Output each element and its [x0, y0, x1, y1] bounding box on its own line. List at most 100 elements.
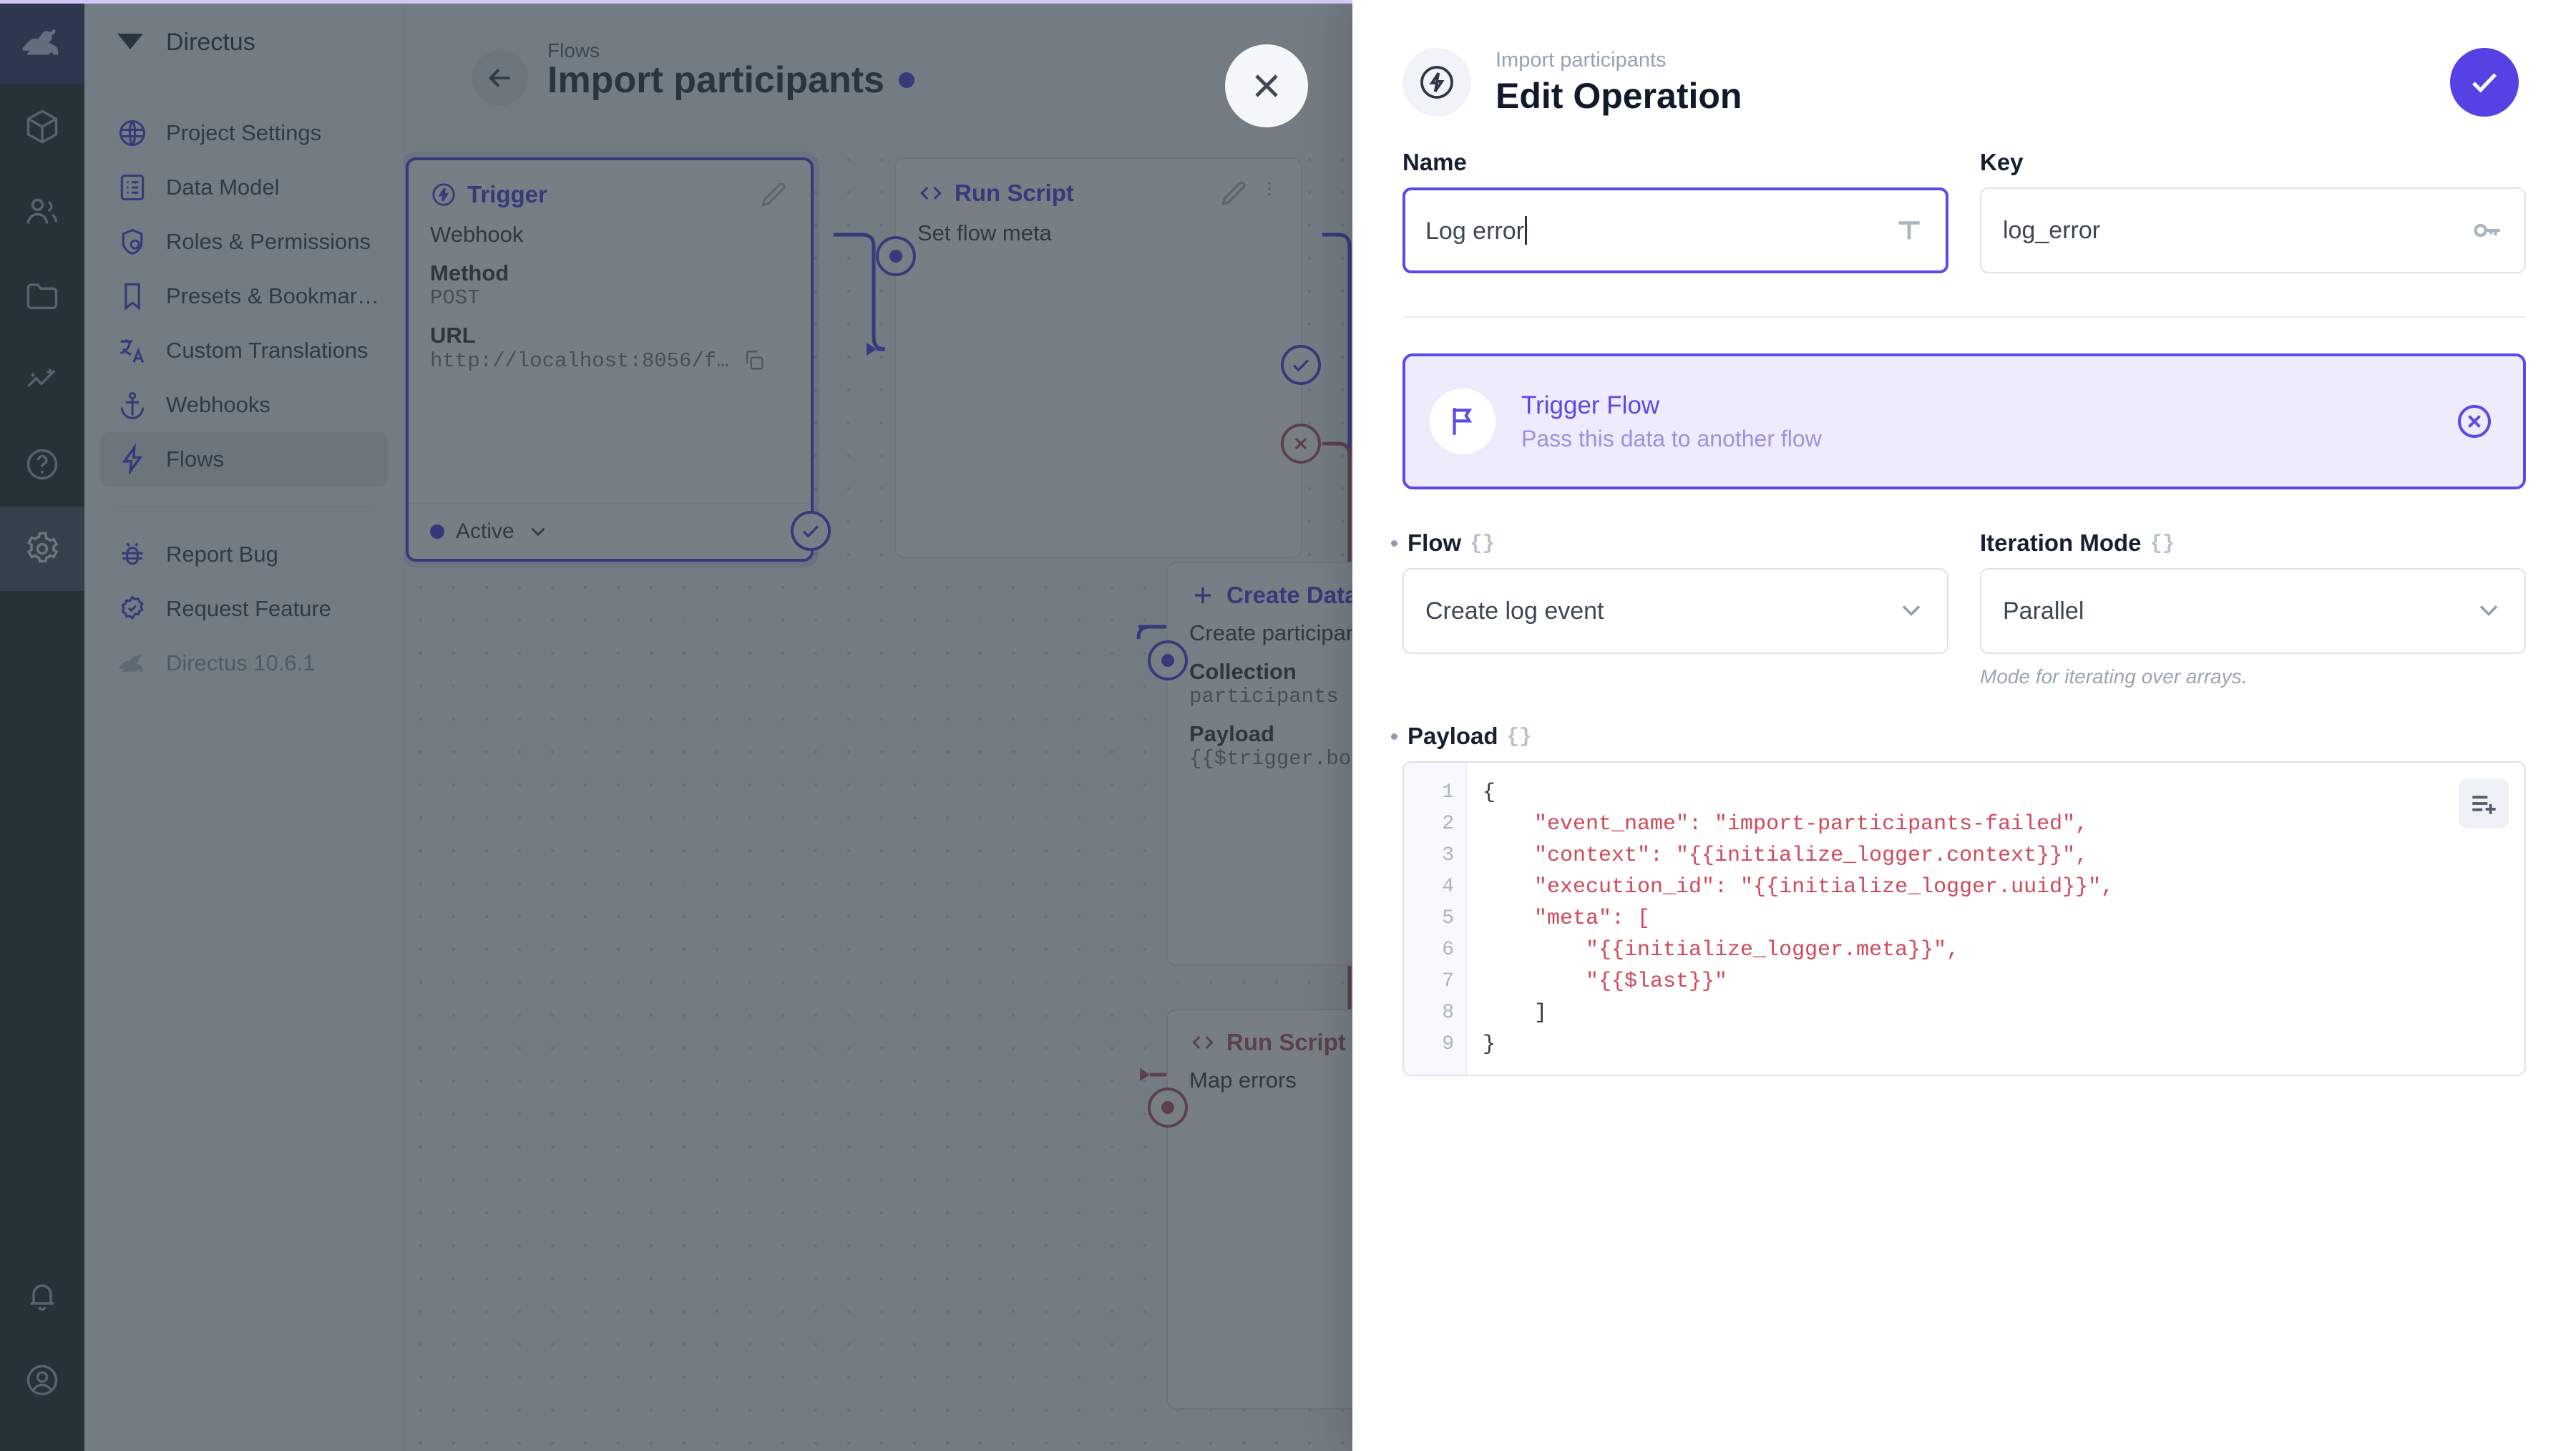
payload-label-text: Payload [1407, 723, 1498, 749]
code-brackets-icon [917, 180, 945, 207]
module-item-insights[interactable] [0, 338, 84, 422]
directus-gem-icon [113, 24, 147, 62]
trigger-output-port[interactable] [791, 511, 831, 551]
sidebar-item-data-model[interactable]: Data Model [100, 160, 388, 215]
sidebar-item-label: Webhooks [166, 392, 270, 417]
trigger-status-label: Active [456, 519, 514, 543]
dots-vertical-icon[interactable] [1259, 177, 1279, 209]
trigger-url-label: URL [430, 323, 476, 348]
name-input[interactable]: Log error [1402, 187, 1948, 273]
code-line-number: 3 [1442, 844, 1454, 866]
shield-account-icon [116, 225, 149, 258]
section-divider [1402, 316, 2526, 318]
node-title: Create Data [1226, 582, 1352, 608]
pencil-icon[interactable] [1218, 177, 1249, 209]
module-bar [0, 0, 84, 1451]
copy-icon[interactable] [742, 348, 766, 373]
sidebar-item-label: Project Settings [166, 120, 322, 145]
list-alt-icon [116, 171, 149, 204]
sidebar-version-label: Directus 10.6.1 [166, 650, 316, 675]
code-content[interactable]: { "event_name": "import-participants-fai… [1467, 763, 2524, 1075]
node-body: Set flow meta [896, 209, 1301, 258]
run-script-1-error-port[interactable] [1281, 424, 1321, 464]
run-script-2-input-port[interactable] [1148, 1088, 1188, 1128]
feature-badge-icon [116, 592, 149, 625]
code-line: { [1483, 781, 1496, 805]
node-title: Run Script [1226, 1029, 1346, 1055]
key-field-label: Key [1980, 149, 2024, 175]
canvas-horizontal-scrollbar[interactable] [419, 1425, 1342, 1441]
sidebar-item-custom-translations[interactable]: Custom Translations [100, 323, 388, 378]
sidebar-item-label: Request Feature [166, 596, 331, 621]
flow-select[interactable]: Create log event [1402, 568, 1948, 654]
run-script-node-1[interactable]: Run Script Set flow meta [876, 157, 1321, 558]
playlist-add-icon[interactable] [2459, 778, 2509, 829]
active-status-dot [898, 72, 914, 88]
run-script-2-subtitle: Map errors [1189, 1068, 1297, 1093]
create-data-subtitle: Create participant [1189, 620, 1352, 645]
sidebar-item-roles-permissions[interactable]: Roles & Permissions [100, 215, 388, 269]
back-button[interactable] [472, 50, 528, 106]
sidebar-item-report-bug[interactable]: Report Bug [100, 527, 388, 582]
sidebar-item-project-settings[interactable]: Project Settings [100, 106, 388, 160]
module-item-settings[interactable] [0, 507, 84, 591]
module-item-help[interactable] [0, 422, 84, 507]
bug-icon [116, 538, 149, 571]
key-input[interactable]: log_error [1980, 187, 2526, 273]
sidebar-item-presets-bookmarks[interactable]: Presets & Bookmar… [100, 269, 388, 323]
sidebar-version: Directus 10.6.1 [100, 636, 388, 690]
node-body: Create participant Collection participan… [1168, 609, 1352, 782]
code-line: "execution_id": "{{initialize_logger.uui… [1483, 875, 2114, 899]
trigger-node[interactable]: Trigger Webhook Method POST URL http://l… [406, 157, 831, 562]
node-title: Run Script [955, 180, 1074, 206]
code-line-number: 7 [1442, 970, 1454, 992]
module-item-file-library[interactable] [0, 253, 84, 338]
run-script-1-input-port[interactable] [876, 236, 916, 276]
sidebar-item-flows[interactable]: Flows [100, 432, 388, 487]
module-item-content[interactable] [0, 84, 84, 169]
operation-type-card[interactable]: Trigger Flow Pass this data to another f… [1402, 353, 2526, 489]
trigger-status-toggle[interactable]: Active [409, 503, 811, 559]
trigger-method-label: Method [430, 260, 509, 285]
run-script-node-2[interactable]: Run Script Map errors [1148, 1009, 1352, 1410]
sidebar-item-label: Report Bug [166, 542, 278, 567]
bell-icon[interactable] [0, 1254, 84, 1338]
iteration-mode-select[interactable]: Parallel [1980, 568, 2526, 654]
code-line-number: 2 [1442, 813, 1454, 835]
module-item-user-directory[interactable] [0, 169, 84, 253]
run-script-1-success-port[interactable] [1281, 345, 1321, 385]
create-data-input-port[interactable] [1148, 640, 1188, 680]
drawer-breadcrumb[interactable]: Import participants [1496, 48, 1667, 72]
flow-editor-header: Flows Import participants [404, 0, 1352, 143]
trigger-method-value: POST [430, 286, 480, 310]
sidebar-item-label: Data Model [166, 175, 280, 200]
edit-operation-drawer: Import participants Edit Operation Name … [1352, 0, 2576, 1451]
code-line-number: 4 [1442, 876, 1454, 898]
iteration-mode-note: Mode for iterating over arrays. [1980, 665, 2248, 688]
close-circle-icon[interactable] [2454, 401, 2494, 441]
code-line-number: 1 [1442, 781, 1454, 803]
payload-braces-hint: {} [1506, 724, 1532, 748]
project-header[interactable]: Directus [84, 0, 404, 84]
page-title: Import participants [547, 59, 914, 102]
key-input-value: log_error [2003, 216, 2101, 244]
account-circle-icon[interactable] [0, 1338, 84, 1422]
close-button[interactable] [1225, 44, 1308, 127]
code-line: "{{$last}}" [1483, 969, 1728, 994]
text-format-icon[interactable] [1891, 212, 1927, 248]
nav-list: Project Settings Data Model Roles & Perm… [84, 84, 404, 690]
create-data-node[interactable]: Create Data Create participant Collectio… [1148, 562, 1352, 966]
translate-icon [116, 334, 149, 367]
payload-field-label: Payload {} [1402, 723, 2526, 750]
directus-rabbit-logo-icon[interactable] [0, 0, 84, 84]
pencil-icon[interactable] [758, 179, 789, 210]
save-button[interactable] [2450, 48, 2519, 117]
flow-canvas[interactable]: Trigger Webhook Method POST URL http://l… [404, 143, 1352, 1451]
bookmark-icon [116, 280, 149, 313]
sidebar-item-request-feature[interactable]: Request Feature [100, 582, 388, 636]
sidebar-item-webhooks[interactable]: Webhooks [100, 378, 388, 432]
project-name: Directus [166, 28, 255, 56]
chevron-down-icon [526, 519, 550, 544]
